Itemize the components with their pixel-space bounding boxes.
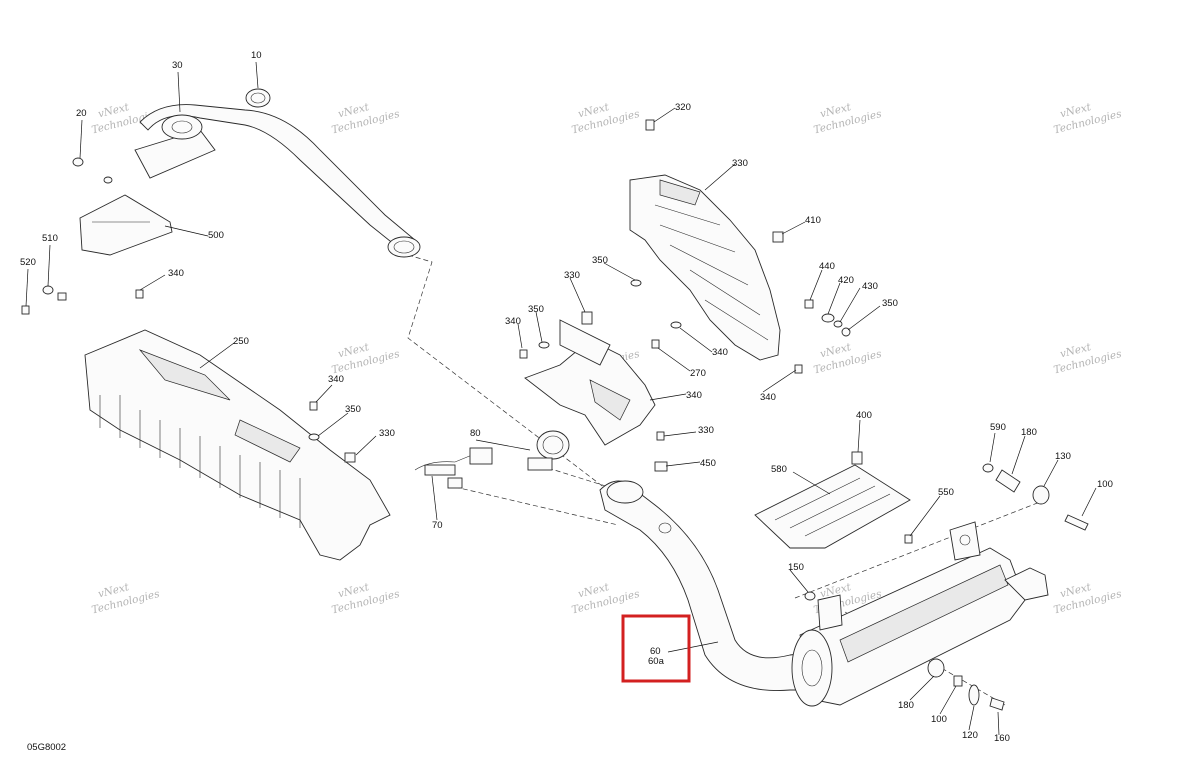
callout-label: 120 [962,730,978,741]
callout-label: 590 [990,422,1006,433]
callout-label: 510 [42,233,58,244]
callout-label: 10 [251,50,262,61]
heat-shield-500 [79,194,173,256]
heat-shield-270 [524,319,656,446]
callout-label: 330 [732,158,748,169]
callout-label: 160 [994,733,1010,744]
diagram-code: 05G8002 [27,742,66,753]
callout-label: 430 [862,281,878,292]
callout-label: 340 [760,392,776,403]
oxygen-sensor [414,447,493,489]
callout-label: 340 [712,347,728,358]
highlight-label-60: 60 [650,646,661,657]
callout-label: 100 [1097,479,1113,490]
callout-label: 410 [805,215,821,226]
callout-label: 330 [698,425,714,436]
callout-label: 180 [898,700,914,711]
callout-label: 500 [208,230,224,241]
callout-label: 340 [328,374,344,385]
callout-label: 100 [931,714,947,725]
callout-label: 30 [172,60,183,71]
callout-label: 180 [1021,427,1037,438]
heat-shield-550 [754,464,911,549]
callout-label: 400 [856,410,872,421]
callout-label: 20 [76,108,87,119]
callout-label: 320 [675,102,691,113]
highlight-label-60a: 60a [648,656,665,667]
callout-label: 420 [838,275,854,286]
highlight-callout-box[interactable]: 60 60a [621,614,691,683]
callout-label: 350 [528,304,544,315]
callout-label: 520 [20,257,36,268]
callout-label: 340 [686,390,702,401]
mid-pipe-60 [599,480,823,691]
callout-labels: 10 20 30 500 510 520 340 250 340 350 330 80 70 340 350… [20,50,1113,744]
callout-label: 350 [592,255,608,266]
callout-label: 450 [700,458,716,469]
heat-shield-320 [629,174,781,361]
callout-label: 330 [379,428,395,439]
callout-label: 70 [432,520,443,531]
callout-label: 330 [564,270,580,281]
callout-label: 250 [233,336,249,347]
gasket-ring [245,88,271,108]
callout-leader-lines [25,61,1097,736]
muffler [791,521,1049,707]
heat-shield-250 [84,329,391,561]
callout-label: 150 [788,562,804,573]
callout-label: 550 [938,487,954,498]
callout-label: 340 [168,268,184,279]
callout-label: 340 [505,316,521,327]
callout-label: 580 [771,464,787,475]
callout-label: 440 [819,261,835,272]
callout-label: 270 [690,368,706,379]
pipe-clamp [527,430,570,471]
callout-label: 350 [882,298,898,309]
callout-label: 350 [345,404,361,415]
front-exhaust-pipe [134,104,421,258]
hardware-small-parts [21,119,1089,711]
callout-label: 130 [1055,451,1071,462]
callout-label: 80 [470,428,481,439]
